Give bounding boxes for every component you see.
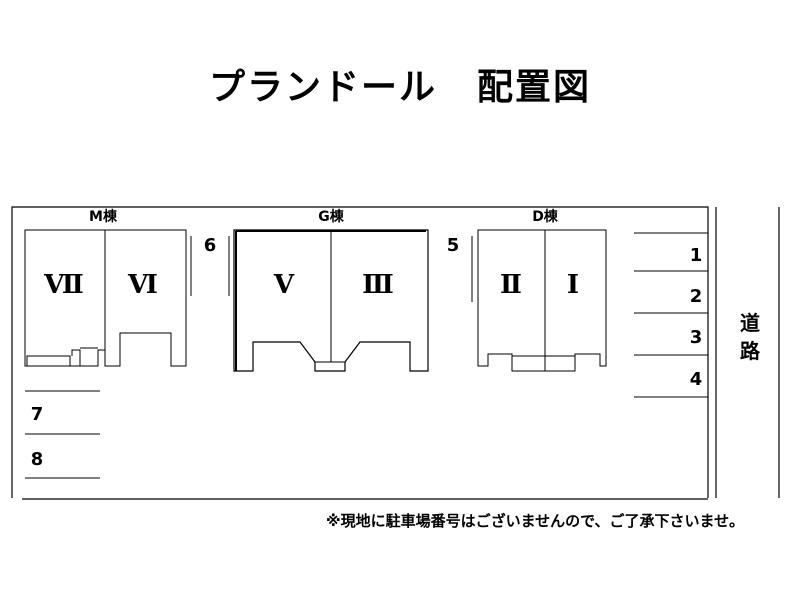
parking-number-8: 8 xyxy=(31,449,44,470)
unit-v: Ⅴ xyxy=(273,270,295,300)
parking-number-7: 7 xyxy=(31,404,44,425)
building-g: G棟 Ⅴ Ⅲ xyxy=(228,208,429,372)
page-title: プランドール配置図 xyxy=(0,58,800,110)
road-label-1: 道 xyxy=(740,311,760,335)
parking-number-2: 2 xyxy=(690,286,703,307)
building-m: M棟 Ⅶ Ⅵ xyxy=(24,208,192,367)
parking-number-4: 4 xyxy=(690,369,703,390)
unit-i: Ⅰ xyxy=(567,270,579,300)
building-m-outline xyxy=(24,229,187,367)
building-d-label: D棟 xyxy=(532,208,559,225)
footnote: ※現地に駐車場番号はございませんので、ご了承下さいませ。 xyxy=(326,512,745,530)
parking-number-6: 6 xyxy=(204,235,217,256)
title-suffix: 配置図 xyxy=(477,67,592,108)
parking-number-1: 1 xyxy=(690,245,703,266)
building-d: D棟 Ⅱ Ⅰ xyxy=(471,208,607,372)
unit-vii: Ⅶ xyxy=(43,270,84,300)
building-d-outline xyxy=(477,229,607,372)
unit-iii: Ⅲ xyxy=(362,270,394,300)
unit-vi: Ⅵ xyxy=(127,270,158,300)
parking-left: 7 8 xyxy=(25,390,100,479)
building-m-steps xyxy=(26,347,98,366)
building-g-outline xyxy=(233,229,429,372)
unit-ii: Ⅱ xyxy=(500,270,522,300)
road-label-2: 路 xyxy=(740,339,761,363)
parking-number-3: 3 xyxy=(690,327,703,348)
title-name: プランドール xyxy=(208,67,437,108)
building-g-label: G棟 xyxy=(318,208,344,225)
parking-number-5: 5 xyxy=(447,235,460,256)
site-boundary xyxy=(11,206,709,498)
building-m-label: M棟 xyxy=(89,208,118,225)
parking-right: 1 2 3 4 xyxy=(634,232,708,398)
